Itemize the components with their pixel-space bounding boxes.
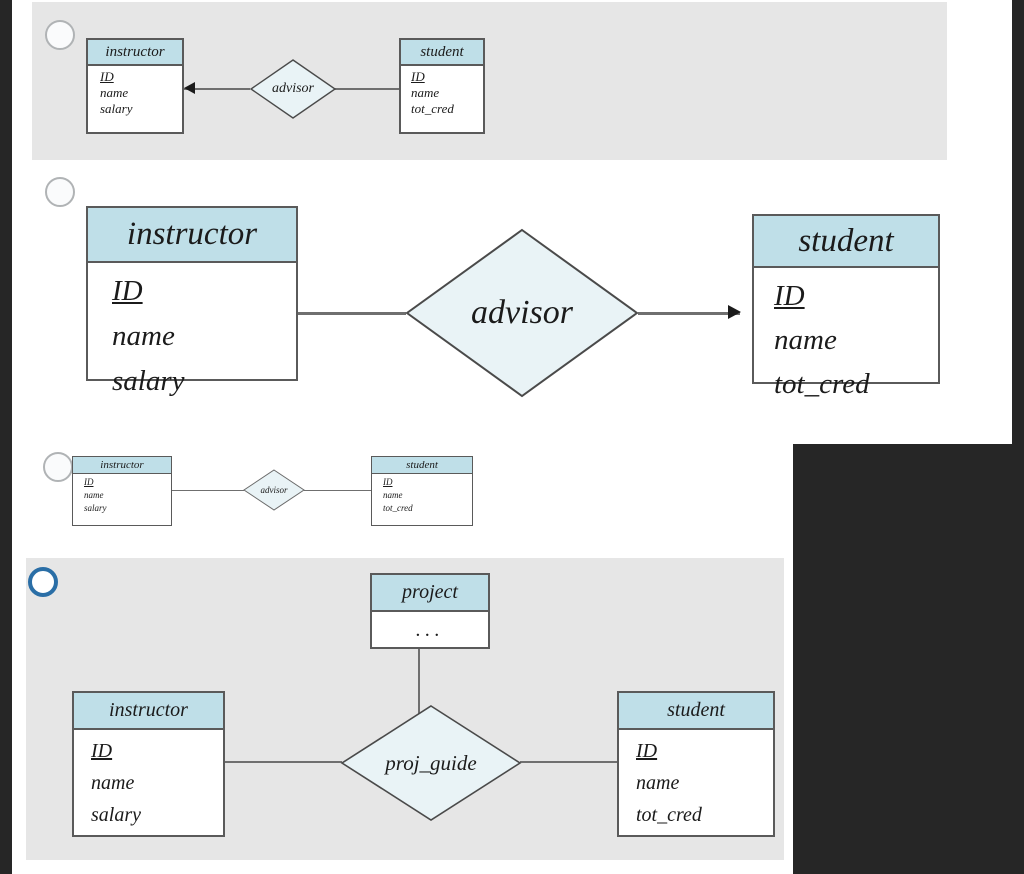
option-4[interactable]: project ... instructor ID name salary	[12, 556, 802, 866]
attribute-tot-cred: tot_cred	[383, 503, 413, 513]
option-1-background	[32, 2, 947, 160]
attribute-name: name	[84, 490, 104, 500]
option-3-link-instructor	[172, 490, 244, 491]
attribute-salary: salary	[91, 804, 141, 826]
entity-attributes-instructor: ID name salary	[73, 474, 171, 515]
attribute-name: name	[636, 772, 680, 794]
entity-title-instructor: instructor	[74, 693, 223, 730]
attribute-tot-cred: tot_cred	[411, 101, 454, 116]
entity-title-student: student	[401, 40, 483, 66]
option-3-link-student	[304, 490, 372, 491]
attribute-name: name	[411, 85, 440, 100]
entity-attributes-student: ID name tot_cred	[619, 730, 773, 831]
option-2-radio[interactable]	[45, 177, 75, 207]
entity-title-project: project	[372, 575, 488, 612]
option-1-entity-instructor: instructor ID name salary	[86, 38, 184, 134]
entity-attributes-instructor: ID name salary	[88, 66, 182, 117]
attribute-ellipsis: ...	[415, 619, 445, 641]
option-1-entity-student: student ID name tot_cred	[399, 38, 485, 134]
option-3[interactable]: instructor ID name salary advisor studen…	[12, 440, 512, 548]
viewport-edge-right	[1012, 0, 1024, 874]
option-1-relationship-advisor: advisor	[249, 59, 337, 119]
option-2[interactable]: instructor ID name salary advisor studen…	[12, 166, 1012, 438]
entity-title-instructor: instructor	[73, 457, 171, 474]
entity-attributes-instructor: ID name salary	[74, 730, 223, 831]
attribute-id: ID	[112, 275, 143, 307]
option-2-arrowhead-student	[728, 305, 741, 319]
option-2-entity-instructor: instructor ID name salary	[86, 206, 298, 397]
attribute-salary: salary	[100, 101, 133, 116]
option-3-relationship-advisor: advisor	[243, 469, 305, 511]
option-2-link-instructor	[296, 312, 406, 315]
option-2-relationship-advisor: advisor	[405, 228, 639, 398]
attribute-salary: salary	[84, 503, 107, 513]
entity-title-student: student	[372, 457, 472, 474]
attribute-tot-cred: tot_cred	[636, 804, 702, 826]
dark-overlay-panel	[793, 444, 1012, 874]
option-1-radio[interactable]	[45, 20, 75, 50]
entity-attributes-instructor: ID name salary	[88, 263, 296, 404]
viewport-edge-left	[0, 0, 12, 874]
option-4-entity-student: student ID name tot_cred	[617, 691, 775, 837]
diamond-shape	[243, 469, 305, 511]
entity-title-instructor: instructor	[88, 208, 296, 263]
attribute-id: ID	[84, 477, 94, 487]
option-4-entity-instructor: instructor ID name salary	[72, 691, 225, 837]
option-4-relationship-proj-guide: proj_guide	[340, 704, 522, 822]
option-4-link-project	[418, 649, 420, 741]
option-4-entity-project: project ...	[370, 573, 490, 649]
attribute-name: name	[100, 85, 129, 100]
attribute-id: ID	[100, 69, 114, 84]
attribute-id: ID	[91, 740, 113, 762]
diamond-shape	[405, 228, 639, 398]
option-2-entity-student: student ID name tot_cred	[752, 214, 940, 400]
answer-options-page: instructor ID name salary advisor studen…	[12, 0, 1012, 874]
option-3-entity-instructor: instructor ID name salary	[72, 456, 172, 526]
entity-title-instructor: instructor	[88, 40, 182, 66]
entity-title-student: student	[754, 216, 938, 268]
attribute-name: name	[383, 490, 403, 500]
entity-attributes-student: ID name tot_cred	[372, 474, 472, 515]
option-1[interactable]: instructor ID name salary advisor studen…	[12, 0, 947, 162]
diamond-shape	[340, 705, 522, 821]
attribute-name: name	[774, 324, 837, 356]
option-4-link-student	[520, 761, 617, 763]
option-2-link-student	[638, 312, 740, 315]
attribute-tot-cred: tot_cred	[774, 368, 870, 400]
attribute-name: name	[91, 772, 135, 794]
entity-attributes-student: ID name tot_cred	[754, 268, 938, 406]
option-4-radio[interactable]	[28, 567, 58, 597]
entity-title-student: student	[619, 693, 773, 730]
diamond-shape	[249, 59, 337, 119]
option-1-link-instructor	[184, 88, 250, 90]
option-4-link-instructor	[225, 761, 342, 763]
option-3-radio[interactable]	[43, 452, 73, 482]
option-3-entity-student: student ID name tot_cred	[371, 456, 473, 526]
option-1-link-student	[334, 88, 401, 90]
attribute-id: ID	[383, 477, 393, 487]
attribute-id: ID	[411, 69, 425, 84]
option-1-arrowhead-instructor	[184, 82, 195, 94]
attribute-salary: salary	[112, 365, 185, 397]
entity-attributes-project: ...	[372, 612, 488, 642]
attribute-name: name	[112, 320, 175, 352]
entity-attributes-student: ID name tot_cred	[401, 66, 483, 117]
attribute-id: ID	[774, 280, 805, 312]
attribute-id: ID	[636, 740, 658, 762]
